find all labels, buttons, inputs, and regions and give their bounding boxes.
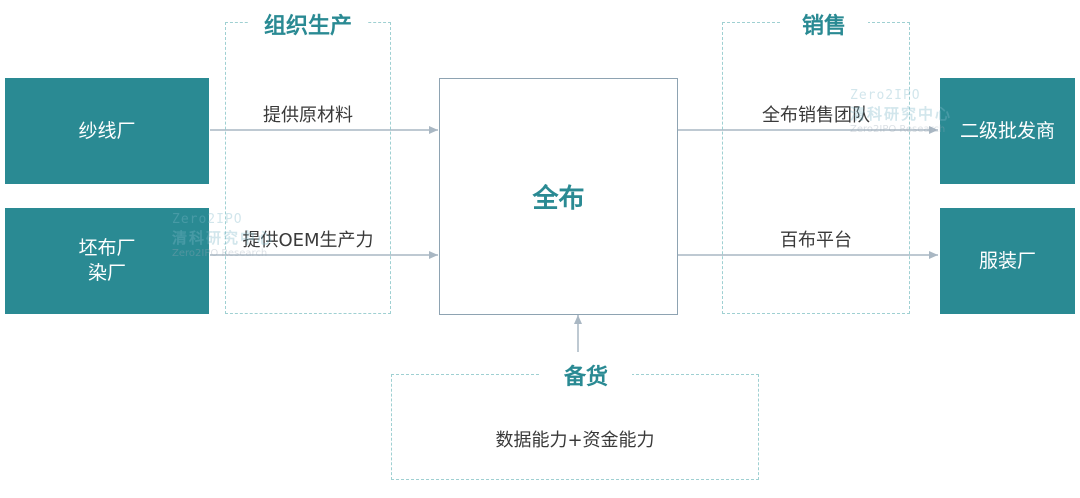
supplier-dye-label: 染厂	[87, 262, 126, 284]
customer-wholesaler-label: 二级批发商	[959, 119, 1055, 142]
supplier-yarn-label: 纱线厂	[78, 119, 136, 142]
center-label: 全布	[532, 184, 585, 214]
production-group	[225, 22, 391, 314]
sales-group	[722, 22, 910, 314]
supplier-fabric-dye-factory: 坯布厂 染厂	[5, 208, 209, 314]
label-platform: 百布平台	[780, 230, 852, 251]
production-title: 组织生产	[248, 8, 368, 40]
label-sales-team: 全布销售团队	[762, 105, 870, 126]
supplier-yarn-factory: 纱线厂	[5, 78, 209, 184]
supplier-fabric-label: 坯布厂	[78, 237, 136, 260]
center-box: 全布	[439, 78, 678, 315]
customer-garment-factory: 服装厂	[940, 208, 1075, 314]
customer-garment-label: 服装厂	[978, 249, 1036, 272]
stock-title: 备货	[540, 359, 632, 391]
label-provide-oem: 提供OEM生产力	[242, 230, 374, 251]
stock-body: 数据能力+资金能力	[495, 430, 655, 451]
label-provide-materials: 提供原材料	[263, 105, 353, 126]
sales-title: 销售	[780, 8, 868, 40]
customer-wholesaler: 二级批发商	[940, 78, 1075, 184]
